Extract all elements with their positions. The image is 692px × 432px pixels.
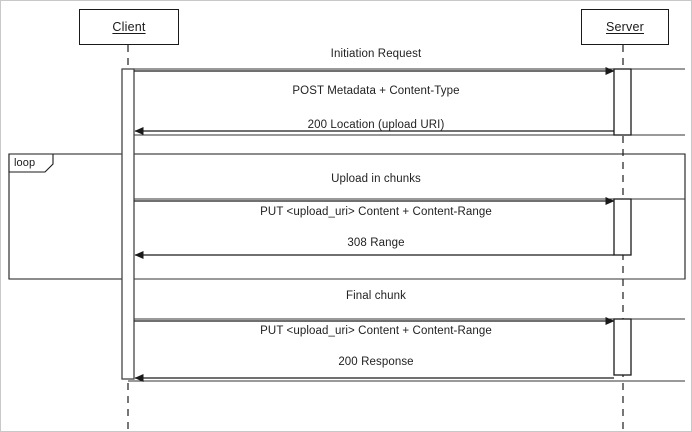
message-label-200-location: 200 Location (upload URI) — [307, 119, 445, 131]
activation-server-final — [613, 318, 632, 376]
participant-label-client: Client — [112, 20, 146, 34]
message-label-308-range: 308 Range — [347, 237, 405, 249]
activation-server-chunk — [613, 198, 632, 256]
activation-server-initiation — [613, 68, 632, 136]
group-label-initiation-request: Initiation Request — [330, 48, 422, 60]
group-label-upload-in-chunks: Upload in chunks — [331, 173, 421, 185]
message-label-200-response: 200 Response — [338, 356, 414, 368]
loop-fragment-operator-label: loop — [14, 157, 36, 169]
group-label-final-chunk: Final chunk — [346, 290, 406, 302]
message-label-post-metadata: POST Metadata + Content-Type — [292, 85, 460, 97]
activation-client — [121, 68, 135, 380]
participant-label-server: Server — [605, 20, 645, 34]
message-label-put-final-chunk: PUT <upload_uri> Content + Content-Range — [260, 325, 492, 337]
participant-box-server[interactable]: Server — [581, 9, 669, 45]
participant-box-client[interactable]: Client — [79, 9, 179, 45]
message-label-put-chunk: PUT <upload_uri> Content + Content-Range — [260, 206, 492, 218]
loop-fragment-label-tab — [8, 153, 54, 173]
